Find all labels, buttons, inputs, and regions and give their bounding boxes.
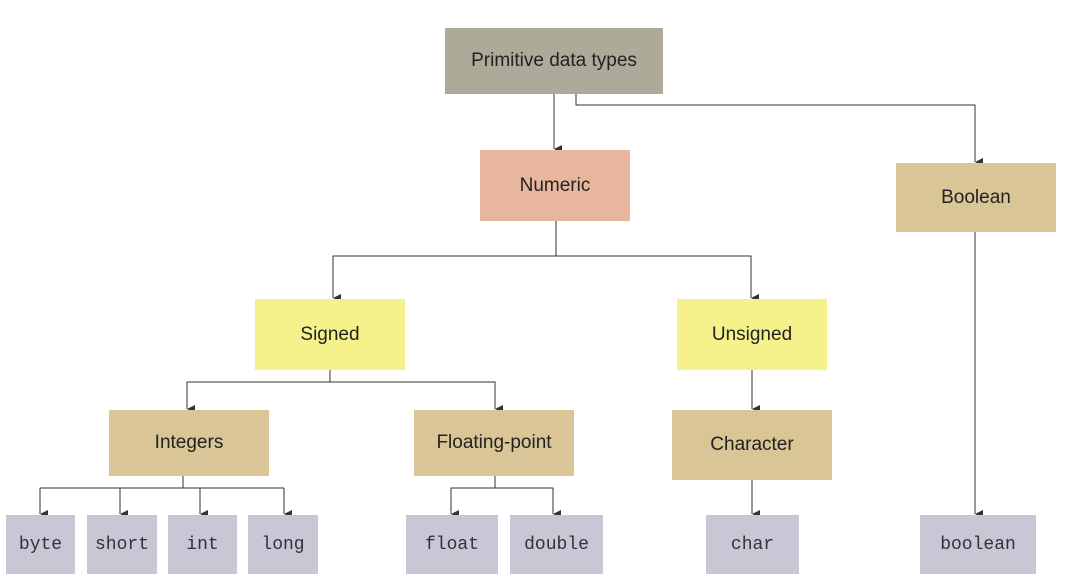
floating-point-label: Floating-point: [436, 432, 552, 453]
floating-point-node: Floating-point: [414, 410, 574, 476]
unsigned-label: Unsigned: [711, 323, 793, 345]
signed-label: Signed: [300, 323, 360, 345]
integers-node: Integers: [109, 410, 269, 476]
leaf-boolean: boolean: [920, 515, 1036, 574]
leaf-short: short: [87, 515, 157, 574]
leaf-float-label: float: [424, 534, 479, 555]
integers-label: Integers: [154, 432, 224, 453]
character-node: Character: [672, 410, 832, 480]
edge-numeric-unsigned: [556, 255, 759, 302]
root-label: Primitive data types: [471, 50, 637, 71]
leaf-int-label: int: [186, 534, 219, 555]
edge-root-boolean: [575, 94, 983, 166]
leaf-float: float: [406, 515, 498, 574]
leaf-byte: byte: [6, 515, 75, 574]
signed-node: Signed: [255, 299, 405, 370]
boolean-group-node: Boolean: [896, 163, 1056, 232]
leaf-char-label: char: [730, 534, 775, 555]
leaf-char: char: [706, 515, 799, 574]
leaf-double: double: [510, 515, 603, 574]
unsigned-node: Unsigned: [677, 299, 827, 370]
numeric-node: Numeric: [480, 150, 630, 221]
leaf-byte-label: byte: [18, 534, 63, 555]
edge-signed-integers: [186, 381, 330, 413]
leaf-boolean-label: boolean: [940, 534, 1016, 555]
leaf-long-label: long: [261, 534, 305, 555]
leaf-long: long: [248, 515, 318, 574]
root-node: Primitive data types: [445, 28, 663, 94]
edge-numeric-signed: [332, 255, 556, 302]
leaf-double-label: double: [524, 534, 589, 555]
boolean-group-label: Boolean: [941, 186, 1011, 208]
edge-floating-float: [450, 487, 495, 518]
leaf-int: int: [168, 515, 237, 574]
character-label: Character: [710, 434, 794, 455]
edge-floating-double: [495, 487, 561, 518]
leaf-short-label: short: [94, 534, 149, 555]
edge-signed-floating: [330, 381, 503, 413]
numeric-label: Numeric: [519, 174, 591, 196]
